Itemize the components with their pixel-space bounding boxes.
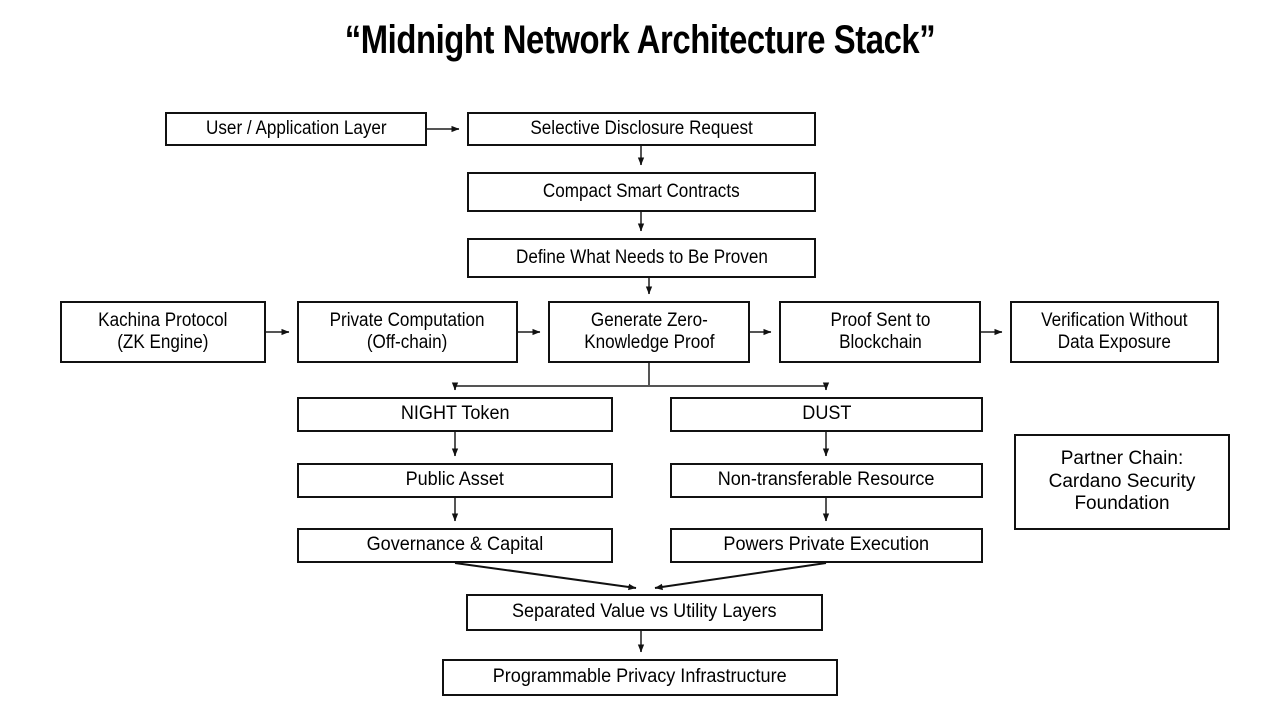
node-label: Partner Chain: Cardano Security Foundati… xyxy=(1048,448,1196,515)
node-public-asset[interactable]: Public Asset xyxy=(297,463,613,498)
node-private-computation[interactable]: Private Computation (Off-chain) xyxy=(297,301,518,363)
edge-powers-to-separated xyxy=(654,562,827,591)
node-label: Programmable Privacy Infrastructure xyxy=(493,666,787,688)
node-label: Kachina Protocol (ZK Engine) xyxy=(98,309,228,353)
node-selective-disclosure-request[interactable]: Selective Disclosure Request xyxy=(467,112,816,146)
node-separated-value-vs-utility-layers[interactable]: Separated Value vs Utility Layers xyxy=(466,594,823,631)
node-label: Private Computation (Off-chain) xyxy=(330,309,485,353)
node-label: Generate Zero- Knowledge Proof xyxy=(583,309,715,353)
node-programmable-privacy-infrastructure[interactable]: Programmable Privacy Infrastructure xyxy=(442,659,838,696)
node-partner-chain-cardano-security-foundation[interactable]: Partner Chain: Cardano Security Foundati… xyxy=(1014,434,1230,530)
node-dust[interactable]: DUST xyxy=(670,397,983,432)
node-user-application-layer[interactable]: User / Application Layer xyxy=(165,112,427,146)
node-label: Non-transferable Resource xyxy=(718,469,935,491)
page-title: “Midnight Network Architecture Stack” xyxy=(344,18,936,62)
node-label: Selective Disclosure Request xyxy=(530,117,753,139)
node-label: Verification Without Data Exposure xyxy=(1041,309,1188,353)
node-define-what-needs-to-be-proven[interactable]: Define What Needs to Be Proven xyxy=(467,238,816,278)
node-label: Governance & Capital xyxy=(366,534,544,556)
node-label: Compact Smart Contracts xyxy=(543,180,740,202)
node-label: DUST xyxy=(801,403,852,425)
node-kachina-protocol[interactable]: Kachina Protocol (ZK Engine) xyxy=(60,301,266,363)
node-proof-sent-to-blockchain[interactable]: Proof Sent to Blockchain xyxy=(779,301,981,363)
node-non-transferable-resource[interactable]: Non-transferable Resource xyxy=(670,463,983,498)
node-label: Powers Private Execution xyxy=(723,534,930,556)
node-governance-and-capital[interactable]: Governance & Capital xyxy=(297,528,613,563)
node-generate-zero-knowledge-proof[interactable]: Generate Zero- Knowledge Proof xyxy=(548,301,750,363)
node-powers-private-execution[interactable]: Powers Private Execution xyxy=(670,528,983,563)
edge-governance-to-separated xyxy=(454,562,637,591)
node-label: Proof Sent to Blockchain xyxy=(830,309,930,353)
node-verification-without-data-exposure[interactable]: Verification Without Data Exposure xyxy=(1010,301,1219,363)
node-label: NIGHT Token xyxy=(400,403,510,425)
node-label: Separated Value vs Utility Layers xyxy=(512,601,777,623)
node-label: Public Asset xyxy=(405,469,505,491)
node-label: Define What Needs to Be Proven xyxy=(515,246,768,268)
node-label: User / Application Layer xyxy=(205,117,387,139)
node-compact-smart-contracts[interactable]: Compact Smart Contracts xyxy=(467,172,816,212)
node-night-token[interactable]: NIGHT Token xyxy=(297,397,613,432)
